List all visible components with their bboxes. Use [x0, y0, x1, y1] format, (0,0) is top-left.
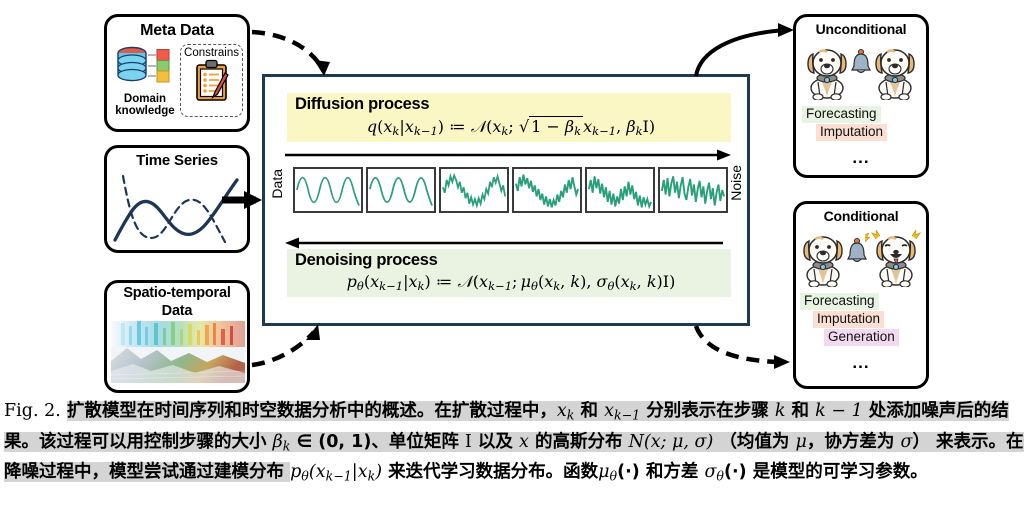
- arrow-metadata-to-central: [251, 29, 324, 70]
- caption-line3-m3b-sub: k−1: [325, 468, 352, 484]
- constrains-label: Constrains: [184, 47, 239, 59]
- domain-knowledge-label-1: Domain: [123, 93, 167, 105]
- diffusion-process-box: Diffusion process q(xk|xk−1) ≔ 𝒩(xk; √1 …: [287, 93, 731, 143]
- conditional-task-list: Forecasting Imputation Generation ...: [796, 293, 926, 372]
- unconditional-panel: Unconditional: [793, 14, 929, 178]
- caption-line3-m2: σ: [900, 431, 913, 452]
- caption-line3-b: ，协方差为: [806, 431, 901, 452]
- caption-line3-a: 值为: [754, 431, 796, 452]
- unconditional-dogs: [796, 38, 926, 100]
- figure-caption: Fig. 2. 扩散模型在时间序列和时空数据分析中的概述。在扩散过程中， x k 和…: [4, 401, 1024, 484]
- caption-line2-d: 的高斯分布: [528, 431, 629, 452]
- caption-line1-e: 处: [862, 401, 887, 421]
- data-axis-label: Data: [269, 169, 285, 199]
- caption-line1-b: 和: [574, 401, 605, 421]
- spatio-temporal-title-2: Data: [161, 303, 193, 319]
- waveform-cell-3: [439, 167, 509, 213]
- caption-line3-c: ） 来表示。在降噪过程中，模型尝试通过建模分布: [4, 431, 1024, 483]
- dog-icon: [875, 49, 915, 100]
- clipboard-icon: [195, 59, 229, 101]
- spatio-temporal-panel: Spatio-temporal Data: [104, 280, 250, 393]
- caption-line4-m2-sub: θ: [716, 468, 724, 484]
- conditional-dogs: [796, 225, 926, 287]
- spatio-temporal-image: [110, 321, 246, 383]
- caption-line3-m3c-sub: k: [367, 468, 376, 484]
- caption-line2-m1-sub: k: [282, 438, 291, 454]
- conditional-title: Conditional: [823, 208, 899, 224]
- dog-icon: [807, 49, 847, 100]
- waveform-cell-2: [366, 167, 436, 213]
- caption-line1-d: 和: [785, 401, 816, 421]
- arrow-spatio-to-central: [251, 330, 316, 368]
- caption-line2-a: 添加噪声后的结果。该过程可以用控制步骤的大小: [4, 401, 1009, 452]
- caption-line1-c: 分别表示在步骤: [640, 401, 775, 421]
- caption-line1-m2-sub: k−1: [613, 407, 641, 423]
- unconditional-title: Unconditional: [815, 21, 907, 37]
- task-forecasting: Forecasting: [802, 106, 881, 123]
- time-series-plot: [113, 174, 239, 244]
- task-generation: Generation: [824, 329, 899, 346]
- noise-axis-label: Noise: [728, 165, 744, 201]
- meta-data-panel: Meta Data Domain knowledge Constr: [104, 14, 250, 132]
- denoising-equation: pθ(xk−1|xk) ≔ 𝒩(xk−1; μθ(xk, k), σθ(xk, …: [346, 272, 676, 294]
- caption-line4-m1-sub: θ: [609, 468, 618, 484]
- caption-line1-m3: k: [774, 401, 786, 421]
- time-series-title: Time Series: [136, 152, 218, 169]
- figure-diagram: Meta Data Domain knowledge Constr: [104, 14, 929, 393]
- caption-line1-m4: k − 1: [815, 401, 863, 421]
- arrow-central-to-conditional: [693, 325, 779, 365]
- caption-line3-m1: μ: [795, 431, 807, 452]
- bell-icon: [851, 48, 871, 74]
- caption-line4-a: (·) 和方差: [617, 462, 705, 483]
- waveform-cell-1: [293, 167, 363, 213]
- spatio-temporal-title-1: Spatio-temporal: [123, 285, 231, 301]
- caption-line2-c: 以及: [471, 431, 520, 452]
- denoising-process-box: Denoising process pθ(xk−1|xk) ≔ 𝒩(xk−1; …: [287, 249, 731, 298]
- database-icon: [117, 46, 170, 83]
- waveform-cell-6: [658, 167, 728, 213]
- task-imputation: Imputation: [816, 124, 888, 141]
- caption-line2-m3: x: [519, 431, 529, 452]
- denoising-process-title: Denoising process: [295, 251, 438, 269]
- caption-line1-a: 扩散模型在时间序列和时空数据分析中的概述。在扩散过程中，: [66, 401, 557, 421]
- diffusion-model-box: Data Noise Diffusion process q(xk|xk−1) …: [262, 74, 750, 326]
- caption-fig-number: Fig. 2.: [4, 401, 61, 421]
- time-series-panel: Time Series: [104, 145, 250, 253]
- meta-data-title: Meta Data: [140, 22, 214, 39]
- domain-knowledge-label-2: knowledge: [115, 105, 175, 117]
- conditional-more: ...: [852, 353, 870, 372]
- dog-icon: [803, 236, 843, 287]
- caption-line2-m4: N(x; μ, σ): [628, 431, 714, 452]
- conditional-panel: Conditional: [793, 201, 929, 389]
- diffusion-process-title: Diffusion process: [295, 95, 430, 113]
- caption-line3-d: 来迭代学习数据分布。函数: [382, 462, 599, 483]
- arrow-central-to-unconditional: [694, 28, 787, 77]
- excited-dog-icon: [871, 229, 921, 287]
- caption-line3-m3-sub: θ: [301, 468, 309, 484]
- task-imputation: Imputation: [813, 311, 885, 328]
- waveform-strip: [293, 167, 728, 213]
- caption-line1-m1-sub: k: [566, 407, 575, 423]
- waveform-cell-4: [512, 167, 582, 213]
- caption-line4-b: (·) 是模型的可学习参数。: [723, 462, 928, 483]
- caption-line2-e: （均: [713, 431, 755, 452]
- unconditional-more: ...: [852, 148, 870, 167]
- ringing-bell-icon: [847, 233, 870, 263]
- constrains-box: Constrains: [180, 44, 243, 117]
- caption-line2-b: ∈ (0, 1)、单位矩阵: [290, 431, 465, 452]
- waveform-cell-5: [585, 167, 655, 213]
- caption-line2-m2: I: [464, 431, 472, 452]
- task-forecasting: Forecasting: [800, 293, 879, 310]
- unconditional-task-list: Forecasting Imputation ...: [796, 106, 926, 172]
